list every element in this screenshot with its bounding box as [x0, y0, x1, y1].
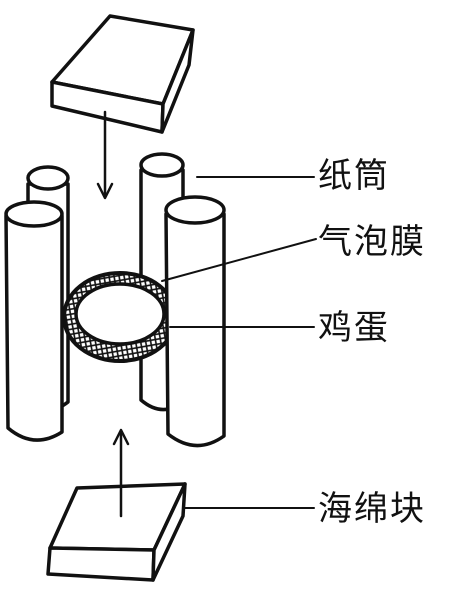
leader-lines: [161, 176, 317, 509]
label-paper-tube: 纸筒: [318, 156, 390, 196]
up-arrow: [112, 428, 130, 518]
down-arrow: [96, 110, 114, 200]
leader-line-bubble-film: [161, 238, 317, 282]
label-egg: 鸡蛋: [318, 308, 390, 348]
top-sponge-block: [50, 14, 195, 134]
label-sponge-block: 海绵块: [318, 489, 426, 529]
paper-tube-front-left: [4, 200, 64, 442]
label-bubble-film: 气泡膜: [318, 222, 426, 262]
bottom-sponge-block: [46, 482, 187, 582]
paper-tube-front-right: [164, 195, 226, 448]
egg: [74, 282, 166, 346]
